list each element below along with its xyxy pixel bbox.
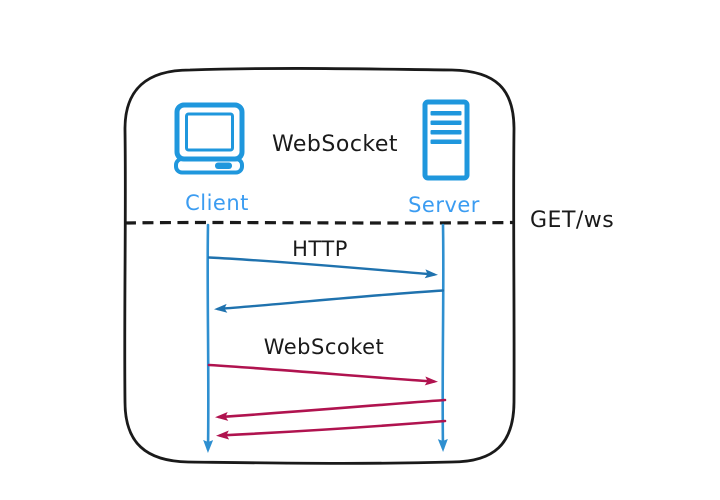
handshake-divider-line bbox=[124, 220, 515, 225]
ws-message-arrow-2 bbox=[215, 398, 447, 421]
keyboard-key bbox=[215, 162, 232, 169]
http-arrows bbox=[207, 256, 445, 313]
server-tower-icon bbox=[422, 99, 470, 181]
diagram-border bbox=[123, 67, 516, 465]
lifelines bbox=[203, 223, 448, 453]
monitor-screen bbox=[185, 112, 234, 152]
client-label: Client bbox=[185, 191, 249, 215]
websocket-phase-label: WebScoket bbox=[264, 335, 385, 359]
server-lifeline bbox=[437, 223, 448, 452]
server-slot-2 bbox=[430, 120, 462, 125]
ws-message-arrow-3 bbox=[216, 419, 447, 440]
handshake-annotation: GET/ws bbox=[530, 208, 614, 233]
server-slot-1 bbox=[430, 111, 462, 116]
client-lifeline bbox=[203, 223, 214, 453]
server-body bbox=[422, 99, 470, 181]
http-response-arrow bbox=[214, 289, 445, 313]
ws-message-arrow-1 bbox=[207, 363, 438, 386]
http-request-arrow bbox=[207, 256, 438, 279]
keyboard-base bbox=[174, 157, 244, 175]
websocket-arrows bbox=[207, 363, 447, 440]
computer-icon bbox=[174, 102, 245, 175]
diagram-title: WebSocket bbox=[272, 132, 398, 157]
http-phase-label: HTTP bbox=[292, 237, 348, 261]
server-label: Server bbox=[408, 193, 480, 217]
server-slot-4 bbox=[430, 139, 462, 144]
server-slot-3 bbox=[430, 130, 462, 135]
